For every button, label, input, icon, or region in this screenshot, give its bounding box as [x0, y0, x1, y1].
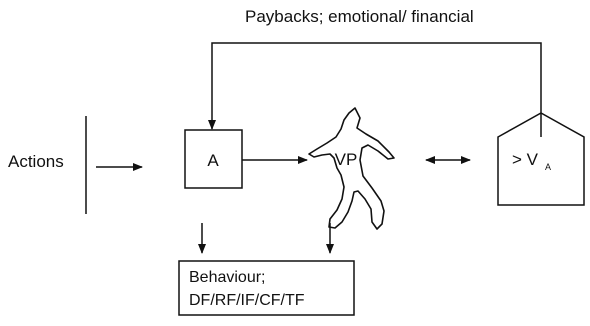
vp-label: VP	[335, 150, 358, 169]
actions-label: Actions	[8, 152, 64, 171]
value-sub-label: A	[545, 162, 551, 172]
feedback-label: Paybacks; emotional/ financial	[245, 7, 474, 26]
feedback-loop-arrow	[208, 42, 542, 137]
box-a	[184, 129, 243, 189]
box-a-label: A	[207, 151, 219, 170]
vp-figure-shape	[308, 107, 395, 230]
value-main-label: > V	[512, 150, 539, 169]
behaviour-title: Behaviour;	[189, 269, 266, 286]
value-house-shape	[497, 112, 585, 206]
behaviour-codes: DF/RF/IF/CF/TF	[189, 292, 305, 309]
behaviour-box	[178, 260, 355, 316]
